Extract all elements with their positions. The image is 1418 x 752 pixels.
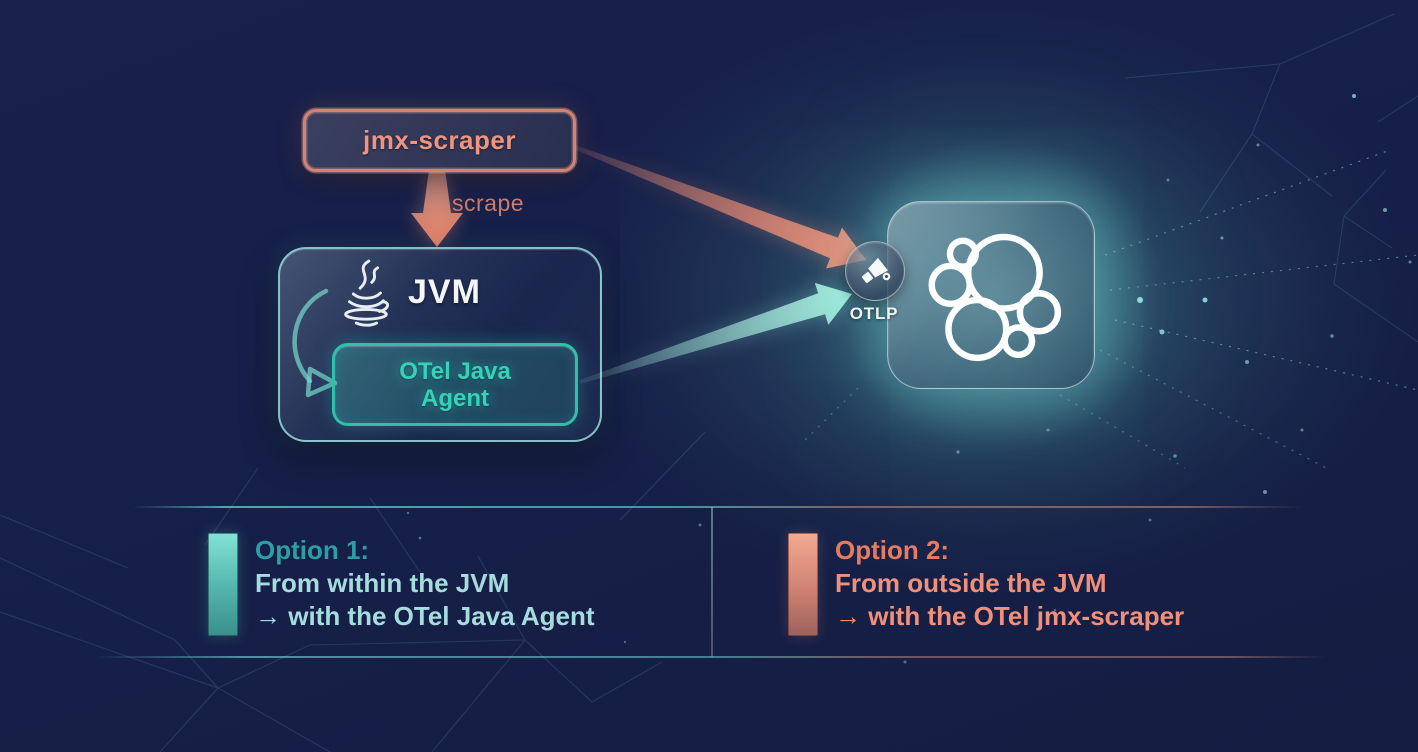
option-1: Option 1: From within the JVM → with the… bbox=[255, 534, 595, 633]
option2-accent-bar bbox=[788, 533, 818, 636]
legend-bottom-divider bbox=[95, 656, 1327, 658]
otel-java-agent-box: OTel Java Agent bbox=[332, 343, 578, 426]
option2-line2: → with the OTel jmx-scraper bbox=[835, 601, 1185, 631]
legend-top-divider bbox=[132, 506, 1304, 508]
otlp-label: OTLP bbox=[849, 304, 899, 323]
jmx-scraper-box: jmx-scraper bbox=[303, 109, 576, 172]
jmx-to-otlp-arrow bbox=[571, 144, 866, 269]
scrape-label: scrape bbox=[452, 190, 525, 216]
option2-line1: From outside the JVM bbox=[835, 568, 1107, 598]
legend-vertical-divider bbox=[711, 507, 713, 657]
elastic-glow-core bbox=[840, 140, 1160, 450]
jvm-label: JVM bbox=[408, 273, 481, 311]
option1-accent-bar bbox=[208, 533, 238, 636]
scrape-arrow bbox=[411, 170, 463, 247]
option1-line2: → with the OTel Java Agent bbox=[255, 601, 595, 631]
otlp-badge bbox=[845, 241, 905, 301]
otel-java-agent-label: OTel Java Agent bbox=[399, 357, 511, 412]
java-icon bbox=[344, 259, 389, 327]
option-2: Option 2: From outside the JVM → with th… bbox=[835, 534, 1184, 633]
option1-title: Option 1: bbox=[255, 535, 370, 565]
jvm-internal-arrow bbox=[292, 288, 338, 398]
elastic-box bbox=[887, 201, 1095, 389]
jvm-box: JVM OTel Java Agent bbox=[278, 247, 602, 442]
elastic-cluster-icon bbox=[928, 233, 1062, 362]
option2-title: Option 2: bbox=[835, 535, 950, 565]
agent-to-otlp-arrow bbox=[579, 282, 852, 384]
jmx-scraper-label: jmx-scraper bbox=[363, 125, 516, 155]
elastic-glow-wide bbox=[620, 0, 1418, 600]
option1-line1: From within the JVM bbox=[255, 568, 510, 598]
telescope-icon bbox=[862, 257, 891, 283]
